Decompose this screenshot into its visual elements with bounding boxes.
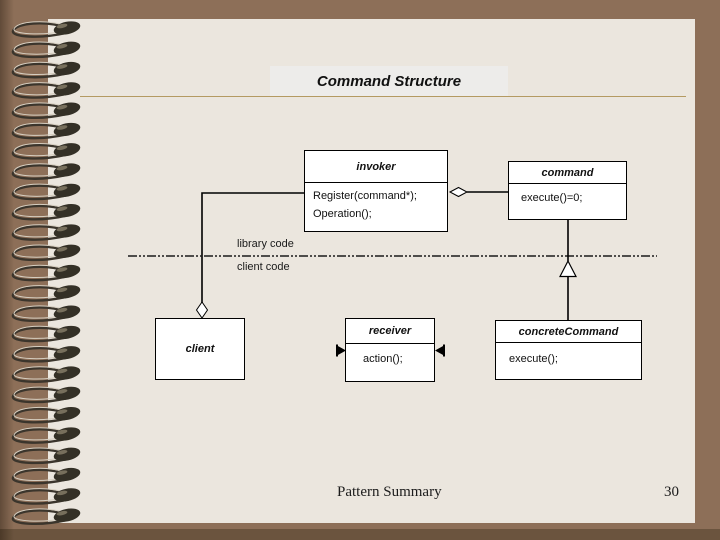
member-execute: execute(); [509, 353, 558, 365]
notebook-page [48, 19, 695, 523]
bottom-edge-strip [0, 529, 720, 540]
slide-title: Command Structure [270, 66, 508, 96]
label-library-code: library code [237, 238, 294, 250]
footer-title: Pattern Summary [337, 484, 442, 500]
class-name-concrete-command: concreteCommand [496, 321, 641, 343]
left-edge-shadow [0, 0, 14, 540]
class-name-invoker: invoker [305, 151, 447, 183]
label-client-code: client code [237, 261, 290, 273]
class-box-command: command execute()=0; [508, 161, 627, 220]
title-underline-rule [80, 96, 686, 97]
member-action: action(); [363, 353, 403, 365]
class-box-concrete-command: concreteCommand execute(); [495, 320, 642, 380]
member-execute-abstract: execute()=0; [521, 192, 583, 204]
class-box-client: client [155, 318, 245, 380]
page-number: 30 [664, 484, 679, 500]
class-box-invoker: invoker Register(command*); Operation(); [304, 150, 448, 232]
class-name-client: client [185, 343, 215, 355]
member-register: Register(command*); [313, 190, 417, 202]
class-name-command: command [509, 162, 626, 184]
member-operation: Operation(); [313, 208, 372, 220]
class-name-receiver: receiver [346, 319, 434, 344]
class-box-receiver: receiver action(); [345, 318, 435, 382]
